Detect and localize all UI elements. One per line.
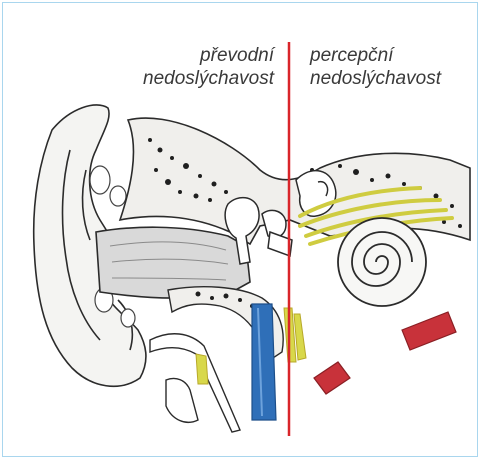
blue-vessel <box>252 304 276 420</box>
styloid-process <box>150 334 240 432</box>
cochlea <box>338 218 426 306</box>
temporal-bone <box>120 118 470 244</box>
red-vessels <box>314 312 456 394</box>
